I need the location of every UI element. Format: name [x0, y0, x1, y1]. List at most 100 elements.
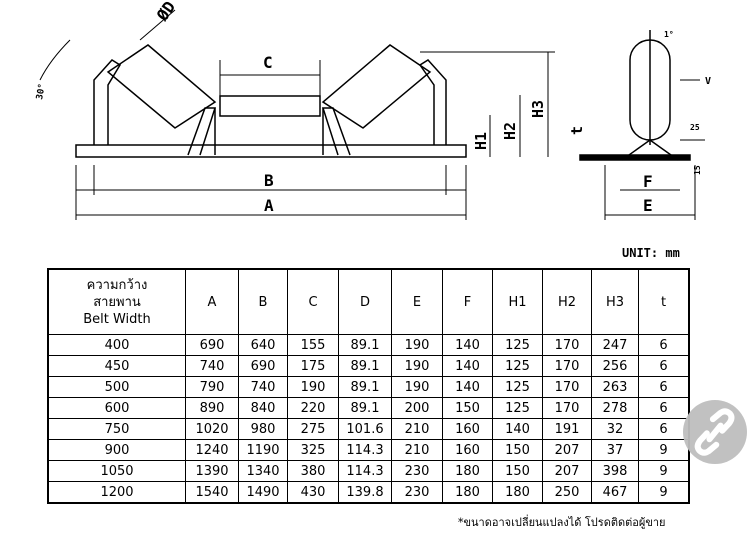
cell-t: 6 — [638, 334, 690, 356]
header-belt-width-en: Belt Width — [83, 311, 151, 327]
header-col: C — [287, 268, 339, 335]
cell-t: 6 — [638, 355, 690, 377]
cell-belt-width: 900 — [47, 439, 186, 461]
label-tilt: 1° — [664, 30, 674, 39]
cell-belt-width: 1200 — [47, 481, 186, 504]
label-a: A — [264, 196, 274, 215]
label-b: B — [264, 171, 274, 190]
cell-c: 380 — [287, 460, 339, 482]
cell-a: 1020 — [185, 418, 239, 440]
cell-b: 1340 — [238, 460, 288, 482]
cell-h3: 278 — [591, 397, 639, 419]
cell-h2: 170 — [542, 376, 592, 398]
label-angle: 30° — [35, 83, 48, 101]
cell-a: 1240 — [185, 439, 239, 461]
cell-h2: 170 — [542, 334, 592, 356]
cell-a: 1390 — [185, 460, 239, 482]
cell-h2: 191 — [542, 418, 592, 440]
cell-f: 180 — [442, 460, 493, 482]
cell-a: 690 — [185, 334, 239, 356]
cell-f: 140 — [442, 376, 493, 398]
cell-belt-width: 500 — [47, 376, 186, 398]
cell-f: 160 — [442, 418, 493, 440]
cell-h3: 398 — [591, 460, 639, 482]
cell-d: 89.1 — [338, 334, 392, 356]
cell-e: 210 — [391, 439, 443, 461]
link-icon — [694, 408, 735, 456]
cell-h1: 180 — [492, 481, 543, 504]
header-belt-width-th1: ความกว้าง — [86, 277, 148, 293]
cell-e: 190 — [391, 355, 443, 377]
cell-t: 9 — [638, 460, 690, 482]
cell-c: 325 — [287, 439, 339, 461]
cell-belt-width: 450 — [47, 355, 186, 377]
cell-d: 139.8 — [338, 481, 392, 504]
label-15: 15 — [693, 165, 702, 175]
label-diameter: ØD — [152, 0, 179, 25]
idler-drawing: ØD C 30° H1 H2 H3 B A t F E 1° V 25 15 — [35, 0, 711, 220]
link-watermark — [683, 400, 747, 464]
cell-e: 200 — [391, 397, 443, 419]
header-col: H1 — [492, 268, 543, 335]
cell-f: 140 — [442, 355, 493, 377]
cell-f: 160 — [442, 439, 493, 461]
cell-e: 230 — [391, 481, 443, 504]
label-h2: H2 — [501, 122, 519, 140]
label-e: E — [643, 196, 653, 215]
header-col: F — [442, 268, 493, 335]
footnote: *ขนาดอาจเปลี่ยนแปลงได้ โปรดติดต่อผู้ขาย — [458, 516, 666, 529]
cell-d: 101.6 — [338, 418, 392, 440]
cell-h3: 256 — [591, 355, 639, 377]
cell-b: 1490 — [238, 481, 288, 504]
cell-b: 690 — [238, 355, 288, 377]
cell-c: 155 — [287, 334, 339, 356]
cell-belt-width: 400 — [47, 334, 186, 356]
cell-h1: 125 — [492, 355, 543, 377]
cell-belt-width: 750 — [47, 418, 186, 440]
cell-b: 640 — [238, 334, 288, 356]
cell-a: 790 — [185, 376, 239, 398]
header-col: E — [391, 268, 443, 335]
cell-h1: 125 — [492, 397, 543, 419]
cell-f: 140 — [442, 334, 493, 356]
cell-e: 190 — [391, 376, 443, 398]
cell-h2: 207 — [542, 460, 592, 482]
cell-h1: 125 — [492, 334, 543, 356]
cell-a: 890 — [185, 397, 239, 419]
cell-h1: 140 — [492, 418, 543, 440]
cell-h3: 247 — [591, 334, 639, 356]
cell-h1: 125 — [492, 376, 543, 398]
header-col: D — [338, 268, 392, 335]
cell-h3: 37 — [591, 439, 639, 461]
cell-d: 114.3 — [338, 439, 392, 461]
label-f: F — [643, 172, 653, 191]
header-belt-width: ความกว้าง สายพาน Belt Width — [47, 268, 186, 335]
header-col: B — [238, 268, 288, 335]
cell-t: 6 — [638, 376, 690, 398]
cell-e: 210 — [391, 418, 443, 440]
table-header-row: ความกว้าง สายพาน Belt Width A B C D E F … — [47, 268, 690, 335]
label-h1: H1 — [472, 132, 490, 150]
cell-b: 740 — [238, 376, 288, 398]
cell-h2: 250 — [542, 481, 592, 504]
header-col: H3 — [591, 268, 639, 335]
label-c: C — [263, 53, 273, 72]
cell-c: 430 — [287, 481, 339, 504]
unit-label: UNIT: mm — [622, 246, 680, 260]
cell-b: 840 — [238, 397, 288, 419]
label-t: t — [568, 126, 586, 135]
cell-a: 1540 — [185, 481, 239, 504]
cell-belt-width: 600 — [47, 397, 186, 419]
cell-f: 180 — [442, 481, 493, 504]
cell-t: 6 — [638, 418, 690, 440]
cell-c: 190 — [287, 376, 339, 398]
cell-h3: 263 — [591, 376, 639, 398]
header-col: t — [638, 268, 690, 335]
cell-e: 190 — [391, 334, 443, 356]
